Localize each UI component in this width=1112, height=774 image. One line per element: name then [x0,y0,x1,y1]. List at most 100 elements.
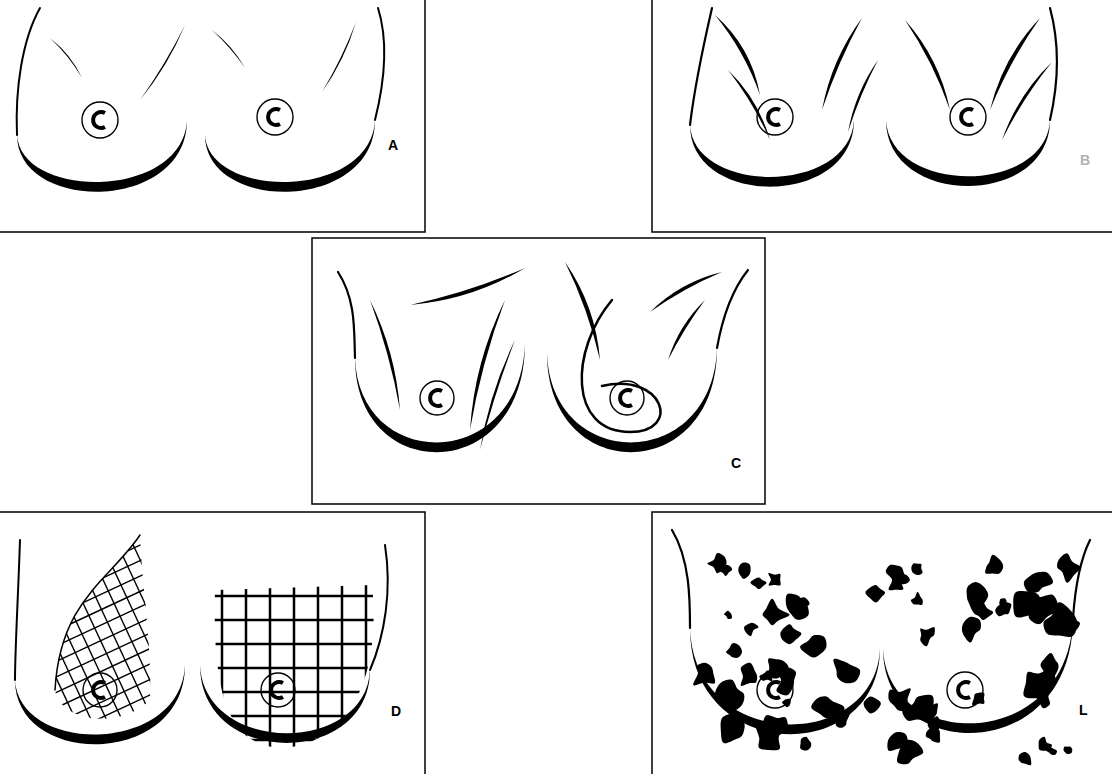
areola [420,381,454,415]
hatch-line [101,376,295,774]
hatch-line [0,356,248,567]
panel-frame [0,0,425,232]
contour-line [582,300,661,432]
skin-lesion [1043,602,1077,637]
hatch-line [0,476,79,774]
areola [82,102,118,138]
skin-lesion [833,659,860,683]
hatch-line [0,457,295,668]
skin-lesion [865,585,885,603]
contour-line [375,8,384,120]
breast-contour [883,618,1073,733]
skin-lesion [972,693,984,706]
hatch-line [0,429,181,774]
hatch-line [0,465,105,774]
skin-fold [410,268,525,305]
hatch-line [0,482,67,774]
hatch-line [317,570,320,760]
hatch-line [0,407,272,618]
skin-fold [470,300,505,430]
skin-lesion [920,627,935,646]
hatch-line [0,495,313,706]
hatch-line [0,459,117,774]
hatch-line [200,667,390,670]
breast-contour [547,348,717,452]
skin-lesion [836,714,850,728]
skin-lesion [902,695,934,724]
skin-fold [990,18,1040,110]
nipple [961,109,973,125]
breast-contour [886,120,1050,186]
contour-line [717,270,748,348]
skin-fold [140,25,185,100]
skin-lesion [1064,746,1073,754]
hatch-line [341,570,344,760]
skin-fold [848,60,878,132]
hatch-line [151,352,345,769]
skin-lesion [800,635,826,658]
breast-contour [355,343,525,452]
hatch-line [139,358,333,774]
breast-contour [17,120,187,192]
skin-lesion [693,663,715,686]
skin-lesion [751,578,767,590]
skin-lesion [786,594,809,620]
hatch-line [0,494,41,774]
skin-fold [50,38,82,78]
skin-lesion [716,564,732,576]
skin-lesion [897,740,923,765]
skin-fold [715,15,760,95]
skin-lesion [715,680,744,712]
hatch-line [245,570,248,760]
skin-lesion [1018,752,1031,765]
hatch-line [0,453,130,774]
contour-line [1073,540,1090,618]
skin-lesion [995,602,1011,616]
hatch-line [0,470,301,681]
hatch-line [200,619,390,622]
skin-lesion [768,658,789,678]
contour-line [370,545,388,670]
nipple [958,682,970,698]
skin-fold [370,300,400,410]
hatch-line [221,570,224,760]
hatch-line [0,394,266,605]
hatch-line [0,571,349,774]
skin-lesion [756,725,782,751]
hatch-line [63,394,257,774]
hatch-line [0,381,260,592]
nipple [430,390,442,406]
panel-frame [652,512,1112,774]
breast-contour [205,120,375,192]
skin-lesion [1041,653,1059,680]
skin-lesion [889,575,904,591]
panel-letter: B [1080,153,1090,167]
hatch-line [0,432,283,643]
hatch-line [0,635,378,774]
hatch-line [0,648,384,774]
panel-letter: D [391,704,401,718]
skin-fold [1002,62,1052,140]
hatch-line [0,419,278,630]
hatch-line [0,521,325,732]
skin-lesion [1013,591,1041,618]
skin-fold [668,300,705,360]
skin-lesion [782,699,791,707]
hatch-line [0,483,307,694]
skin-lesion [724,611,732,619]
hatch-line [0,597,360,774]
panel-letter: L [1079,703,1088,717]
hatch-line [0,698,408,774]
skin-lesion [926,728,940,743]
hatch-line [0,533,331,744]
skin-lesion [864,696,881,713]
skin-lesion [721,713,745,743]
skin-lesion [741,663,757,686]
hatch-line [0,447,143,774]
hatch-line [113,370,307,774]
hatch-line [50,400,244,774]
skin-lesion [800,737,811,751]
hatch-line [0,660,390,774]
